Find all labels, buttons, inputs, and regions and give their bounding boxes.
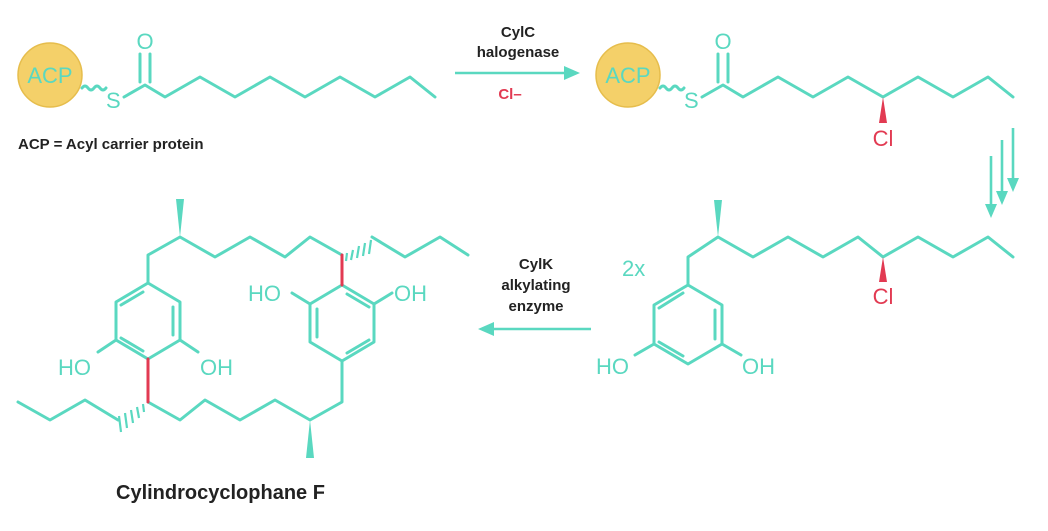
monomer-ring-double-2 xyxy=(657,340,685,358)
product-right-ring-double-2 xyxy=(345,338,371,355)
product-right-ho-label: HO xyxy=(248,281,281,306)
product-upper-hash-3 xyxy=(355,245,361,259)
multiplier-label: 2x xyxy=(622,256,645,281)
step1-enzyme-type: halogenase xyxy=(477,44,560,61)
monomer-ring xyxy=(652,283,724,366)
oxygen-label-intermediate: O xyxy=(714,29,731,54)
chlorinated-acyl-acp: ACP S O Cl xyxy=(595,29,1015,151)
product-left-oh-label: OH xyxy=(200,355,233,380)
monomer-methyl-wedge xyxy=(714,200,722,237)
step1-arrowhead xyxy=(564,66,580,80)
product-right-ring xyxy=(308,283,376,363)
monomer-oh-label: OH xyxy=(742,354,775,379)
monomer-ho-bond-left xyxy=(633,342,656,357)
acyl-chain-intermediate xyxy=(700,75,1015,99)
product-lower-hash-3 xyxy=(129,409,135,424)
oxygen-label-start: O xyxy=(136,29,153,54)
sulfur-label-intermediate: S xyxy=(684,88,699,113)
monomer-oh-bond-right xyxy=(720,342,743,357)
product-lower-hash-4 xyxy=(123,412,129,429)
step3-enzyme: CylK xyxy=(519,256,553,273)
monomer-side-chain xyxy=(686,235,1015,287)
step1-enzyme: CylC xyxy=(501,24,535,41)
product-upper-hash-2 xyxy=(349,249,355,261)
step3-arrow: CylK alkylating enzyme xyxy=(478,256,591,336)
cylindrocyclophane-f-structure: HO OH HO OH xyxy=(16,199,470,458)
product-left-ring-double-2 xyxy=(119,336,145,353)
monomer-chloro-wedge xyxy=(879,257,887,282)
sulfur-label-start: S xyxy=(106,88,121,113)
step3-line2: alkylating xyxy=(501,277,570,294)
monomer-chlorine-label: Cl xyxy=(873,284,894,309)
product-right-oh-bond xyxy=(372,291,394,306)
product-upper-methyl-wedge xyxy=(176,199,184,237)
product-right-ring-double-3 xyxy=(345,292,371,309)
product-upper-hash-5 xyxy=(367,239,373,255)
multistep-arrowhead-3 xyxy=(985,204,997,218)
product-lower-hash-2 xyxy=(135,406,141,419)
step1-reagent: Cl– xyxy=(498,86,521,103)
product-upper-hash-4 xyxy=(361,242,367,257)
product-name: Cylindrocyclophane F xyxy=(116,482,325,504)
product-left-ring-double-3 xyxy=(119,290,145,307)
product-left-ho-bond xyxy=(96,338,118,354)
alkylresorcinol-monomer: HO OH Cl xyxy=(596,200,1015,379)
product-lower-chain xyxy=(146,359,344,422)
acyl-acp-thioester: ACP S O xyxy=(17,29,437,113)
step1-arrow: CylC halogenase Cl– xyxy=(455,24,580,103)
multistep-arrowhead-1 xyxy=(1007,178,1019,192)
wavy-bond-start xyxy=(80,84,108,92)
product-lower-tail xyxy=(16,398,120,422)
acyl-chain-start xyxy=(122,75,437,99)
step3-line3: enzyme xyxy=(508,298,563,315)
product-left-oh-bond xyxy=(178,338,200,354)
chloro-wedge-intermediate xyxy=(879,97,887,123)
chlorine-label-intermediate: Cl xyxy=(873,126,894,151)
product-lower-hash-1 xyxy=(141,403,146,413)
multistep-arrows xyxy=(985,128,1019,218)
acp-label-intermediate: ACP xyxy=(605,63,650,88)
acp-label-start: ACP xyxy=(27,63,72,88)
monomer-ring-double-3 xyxy=(657,291,685,310)
wavy-bond-intermediate xyxy=(658,84,686,92)
product-lower-methyl-wedge xyxy=(306,420,314,458)
monomer-ho-label: HO xyxy=(596,354,629,379)
acp-circle-intermediate xyxy=(595,42,661,108)
product-right-oh-label: OH xyxy=(394,281,427,306)
multistep-arrowhead-2 xyxy=(996,191,1008,205)
step3-arrowhead xyxy=(478,322,494,336)
product-upper-hash-1 xyxy=(344,252,349,262)
product-lower-hash-5 xyxy=(117,415,123,433)
acp-circle-start xyxy=(17,42,83,108)
product-right-ho-bond xyxy=(290,291,312,306)
product-upper-tail xyxy=(370,235,470,259)
product-left-ho-label: HO xyxy=(58,355,91,380)
product-upper-chain xyxy=(146,235,344,285)
acp-legend: ACP = Acyl carrier protein xyxy=(18,136,204,153)
product-left-ring xyxy=(114,281,182,361)
